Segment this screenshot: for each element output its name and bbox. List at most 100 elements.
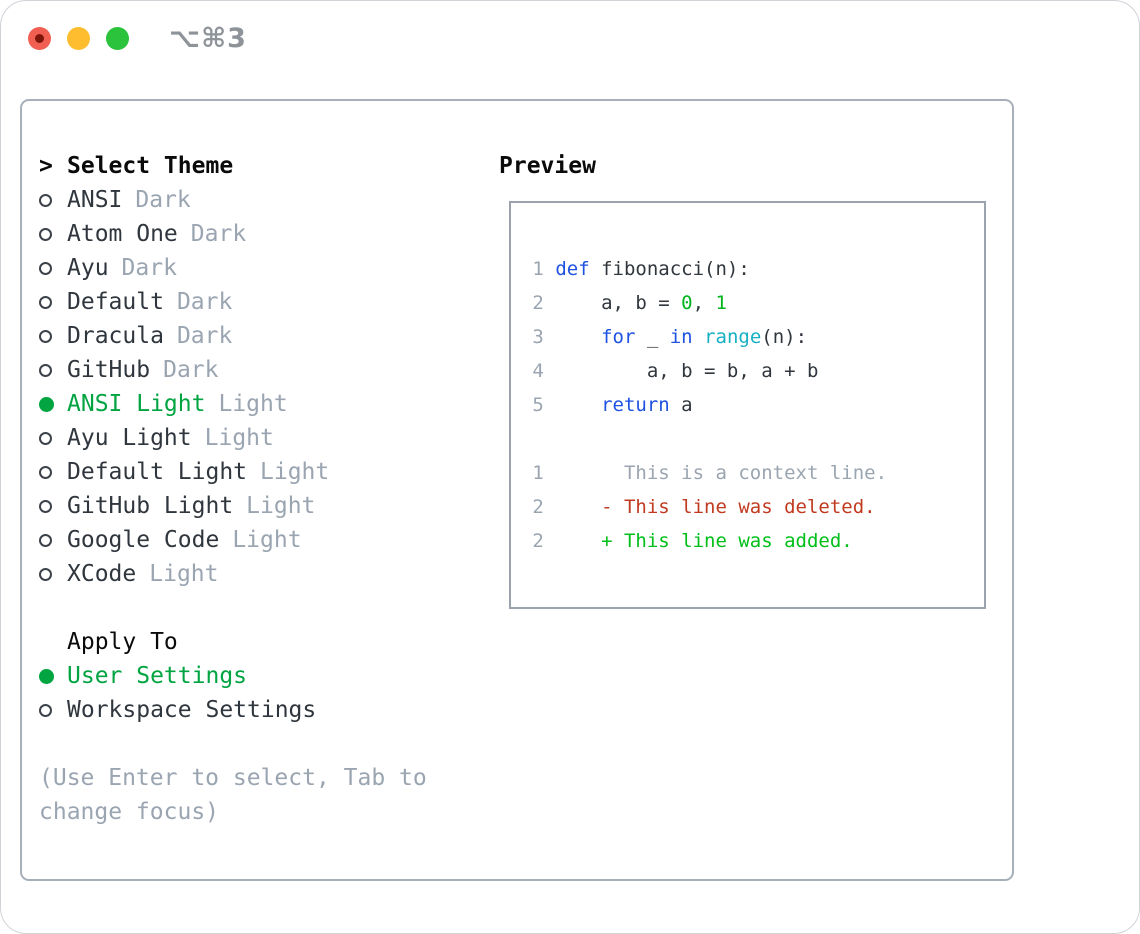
- code-line-8: 2 + This line was added.: [521, 524, 984, 558]
- radio-selected-icon: [39, 668, 54, 684]
- line-number: 1: [532, 462, 544, 484]
- theme-option-default-light[interactable]: Default Light Light: [39, 455, 479, 489]
- radio-selected-icon: [39, 396, 54, 412]
- radio-icon: [39, 465, 52, 479]
- option-badge: Dark: [163, 357, 219, 383]
- radio-icon: [39, 329, 52, 343]
- line-number: 2: [532, 292, 544, 314]
- apply-option-user-settings[interactable]: User Settings: [39, 659, 479, 693]
- minimize-button[interactable]: [67, 27, 90, 50]
- code-token: a, b =: [555, 292, 682, 314]
- option-badge: Light: [149, 561, 219, 587]
- option-label: Default: [67, 289, 164, 315]
- code-token: ,: [692, 292, 716, 314]
- code-token: 1: [715, 292, 727, 314]
- option-label: Workspace Settings: [67, 697, 317, 723]
- line-number: 3: [532, 326, 544, 348]
- code-token: 0: [681, 292, 693, 314]
- radio-icon: [39, 261, 52, 275]
- theme-list-header: > Select Theme: [39, 149, 479, 183]
- spacer-row: [39, 591, 479, 625]
- close-button[interactable]: [28, 27, 51, 50]
- code-token: + This line was added.: [555, 530, 853, 552]
- theme-option-ayu-light[interactable]: Ayu Light Light: [39, 421, 479, 455]
- option-badge: Dark: [135, 187, 191, 213]
- code-line-7: 2 - This line was deleted.: [521, 490, 984, 524]
- line-number: 1: [532, 258, 544, 280]
- titlebar: ⌥⌘3: [1, 1, 1139, 75]
- radio-icon: [39, 533, 52, 547]
- theme-list-title: Select Theme: [67, 153, 234, 179]
- code-line-0: 1 def fibonacci(n):: [521, 252, 984, 286]
- option-badge: Dark: [176, 289, 233, 315]
- radio-icon: [39, 363, 52, 377]
- theme-option-ansi[interactable]: ANSI Dark: [39, 183, 479, 217]
- option-badge: Dark: [121, 255, 177, 281]
- option-label: Ayu: [67, 255, 109, 281]
- theme-option-google-code[interactable]: Google Code Light: [39, 523, 479, 557]
- option-label: Ayu Light: [67, 425, 192, 451]
- line-number: 5: [532, 394, 544, 416]
- option-label: GitHub Light: [67, 493, 234, 519]
- hint-text: (Use Enter to select, Tab to change focu…: [39, 765, 427, 825]
- code-token: def: [555, 258, 590, 280]
- radio-icon: [39, 431, 52, 445]
- radio-icon: [39, 193, 52, 207]
- code-token: [693, 320, 704, 354]
- code-token: [555, 320, 601, 354]
- radio-icon: [39, 567, 52, 581]
- code-line-3: 4 a, b = b, a + b: [521, 354, 984, 388]
- code-token: [555, 388, 601, 422]
- option-label: Atom One: [67, 221, 178, 247]
- option-label: Default Light: [67, 459, 248, 485]
- code-line-5: [521, 422, 984, 456]
- code-token: fibonacci(n):: [589, 258, 750, 280]
- code-token: This is a context line.: [555, 462, 888, 484]
- code-line-2: 3 for _ in range(n):: [521, 320, 984, 354]
- option-badge: Light: [204, 425, 274, 451]
- option-label: ANSI: [67, 187, 123, 213]
- theme-option-ayu[interactable]: Ayu Dark: [39, 251, 479, 285]
- code-token: _: [635, 326, 670, 348]
- code-token: a, b = b, a + b: [555, 360, 819, 382]
- radio-icon: [39, 227, 52, 241]
- line-number: 4: [532, 360, 544, 382]
- apply-to-header: Apply To: [39, 625, 479, 659]
- code-token: return: [601, 394, 670, 416]
- window-title: ⌥⌘3: [169, 23, 247, 54]
- code-token: for: [601, 326, 636, 348]
- apply-to-title: Apply To: [67, 629, 178, 655]
- theme-option-default[interactable]: Default Dark: [39, 285, 479, 319]
- apply-option-workspace-settings[interactable]: Workspace Settings: [39, 693, 479, 727]
- option-label: User Settings: [67, 663, 248, 689]
- option-label: Google Code: [67, 527, 220, 553]
- theme-option-dracula[interactable]: Dracula Dark: [39, 319, 479, 353]
- option-label: ANSI Light: [67, 391, 206, 417]
- code-line-1: 2 a, b = 0, 1: [521, 286, 984, 320]
- code-token: - This line was deleted.: [555, 496, 876, 518]
- option-badge: Dark: [176, 323, 233, 349]
- zoom-button[interactable]: [106, 27, 129, 50]
- option-label: Dracula: [67, 323, 164, 349]
- line-number: 2: [532, 530, 544, 552]
- option-badge: Light: [232, 527, 302, 553]
- radio-icon: [39, 295, 52, 309]
- preview-title: Preview: [499, 153, 596, 179]
- option-badge: Light: [260, 459, 330, 485]
- option-badge: Light: [246, 493, 316, 519]
- code-token: a: [669, 394, 693, 416]
- theme-option-github-light[interactable]: GitHub Light Light: [39, 489, 479, 523]
- code-line-4: 5 return a: [521, 388, 984, 422]
- code-line-6: 1 This is a context line.: [521, 456, 984, 490]
